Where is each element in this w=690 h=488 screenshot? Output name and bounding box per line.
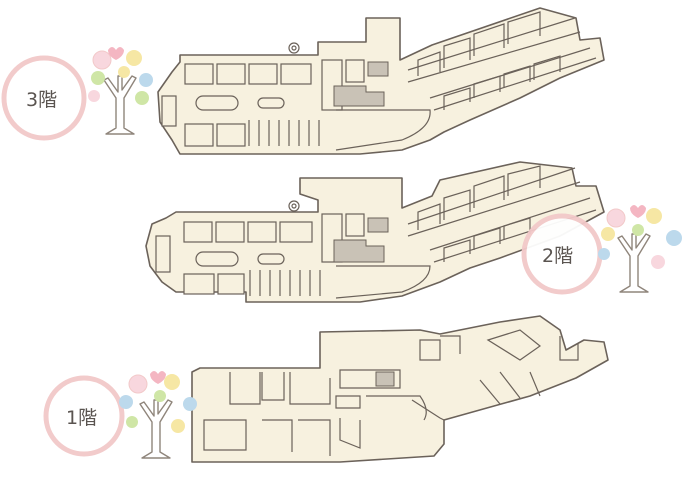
floor-2-label-group: 2階: [521, 205, 682, 295]
floor-2-plan[interactable]: [145, 161, 605, 303]
floor-2-label: 2階: [542, 245, 573, 267]
heart-tree-icon: [598, 205, 682, 293]
floor-1-label: 1階: [66, 407, 97, 429]
floor-1-label-group: 1階: [43, 371, 197, 459]
heart-tree-icon: [88, 47, 153, 135]
heart-tree-icon: [119, 371, 197, 459]
floor-3-halo: [1, 55, 87, 141]
floor-3-label-group: 3階: [1, 47, 153, 141]
floor-3-plan[interactable]: [157, 7, 605, 155]
floor-1-halo: [43, 375, 125, 457]
floor-3-label: 3階: [26, 89, 57, 111]
floor-1-plan[interactable]: [191, 315, 609, 463]
